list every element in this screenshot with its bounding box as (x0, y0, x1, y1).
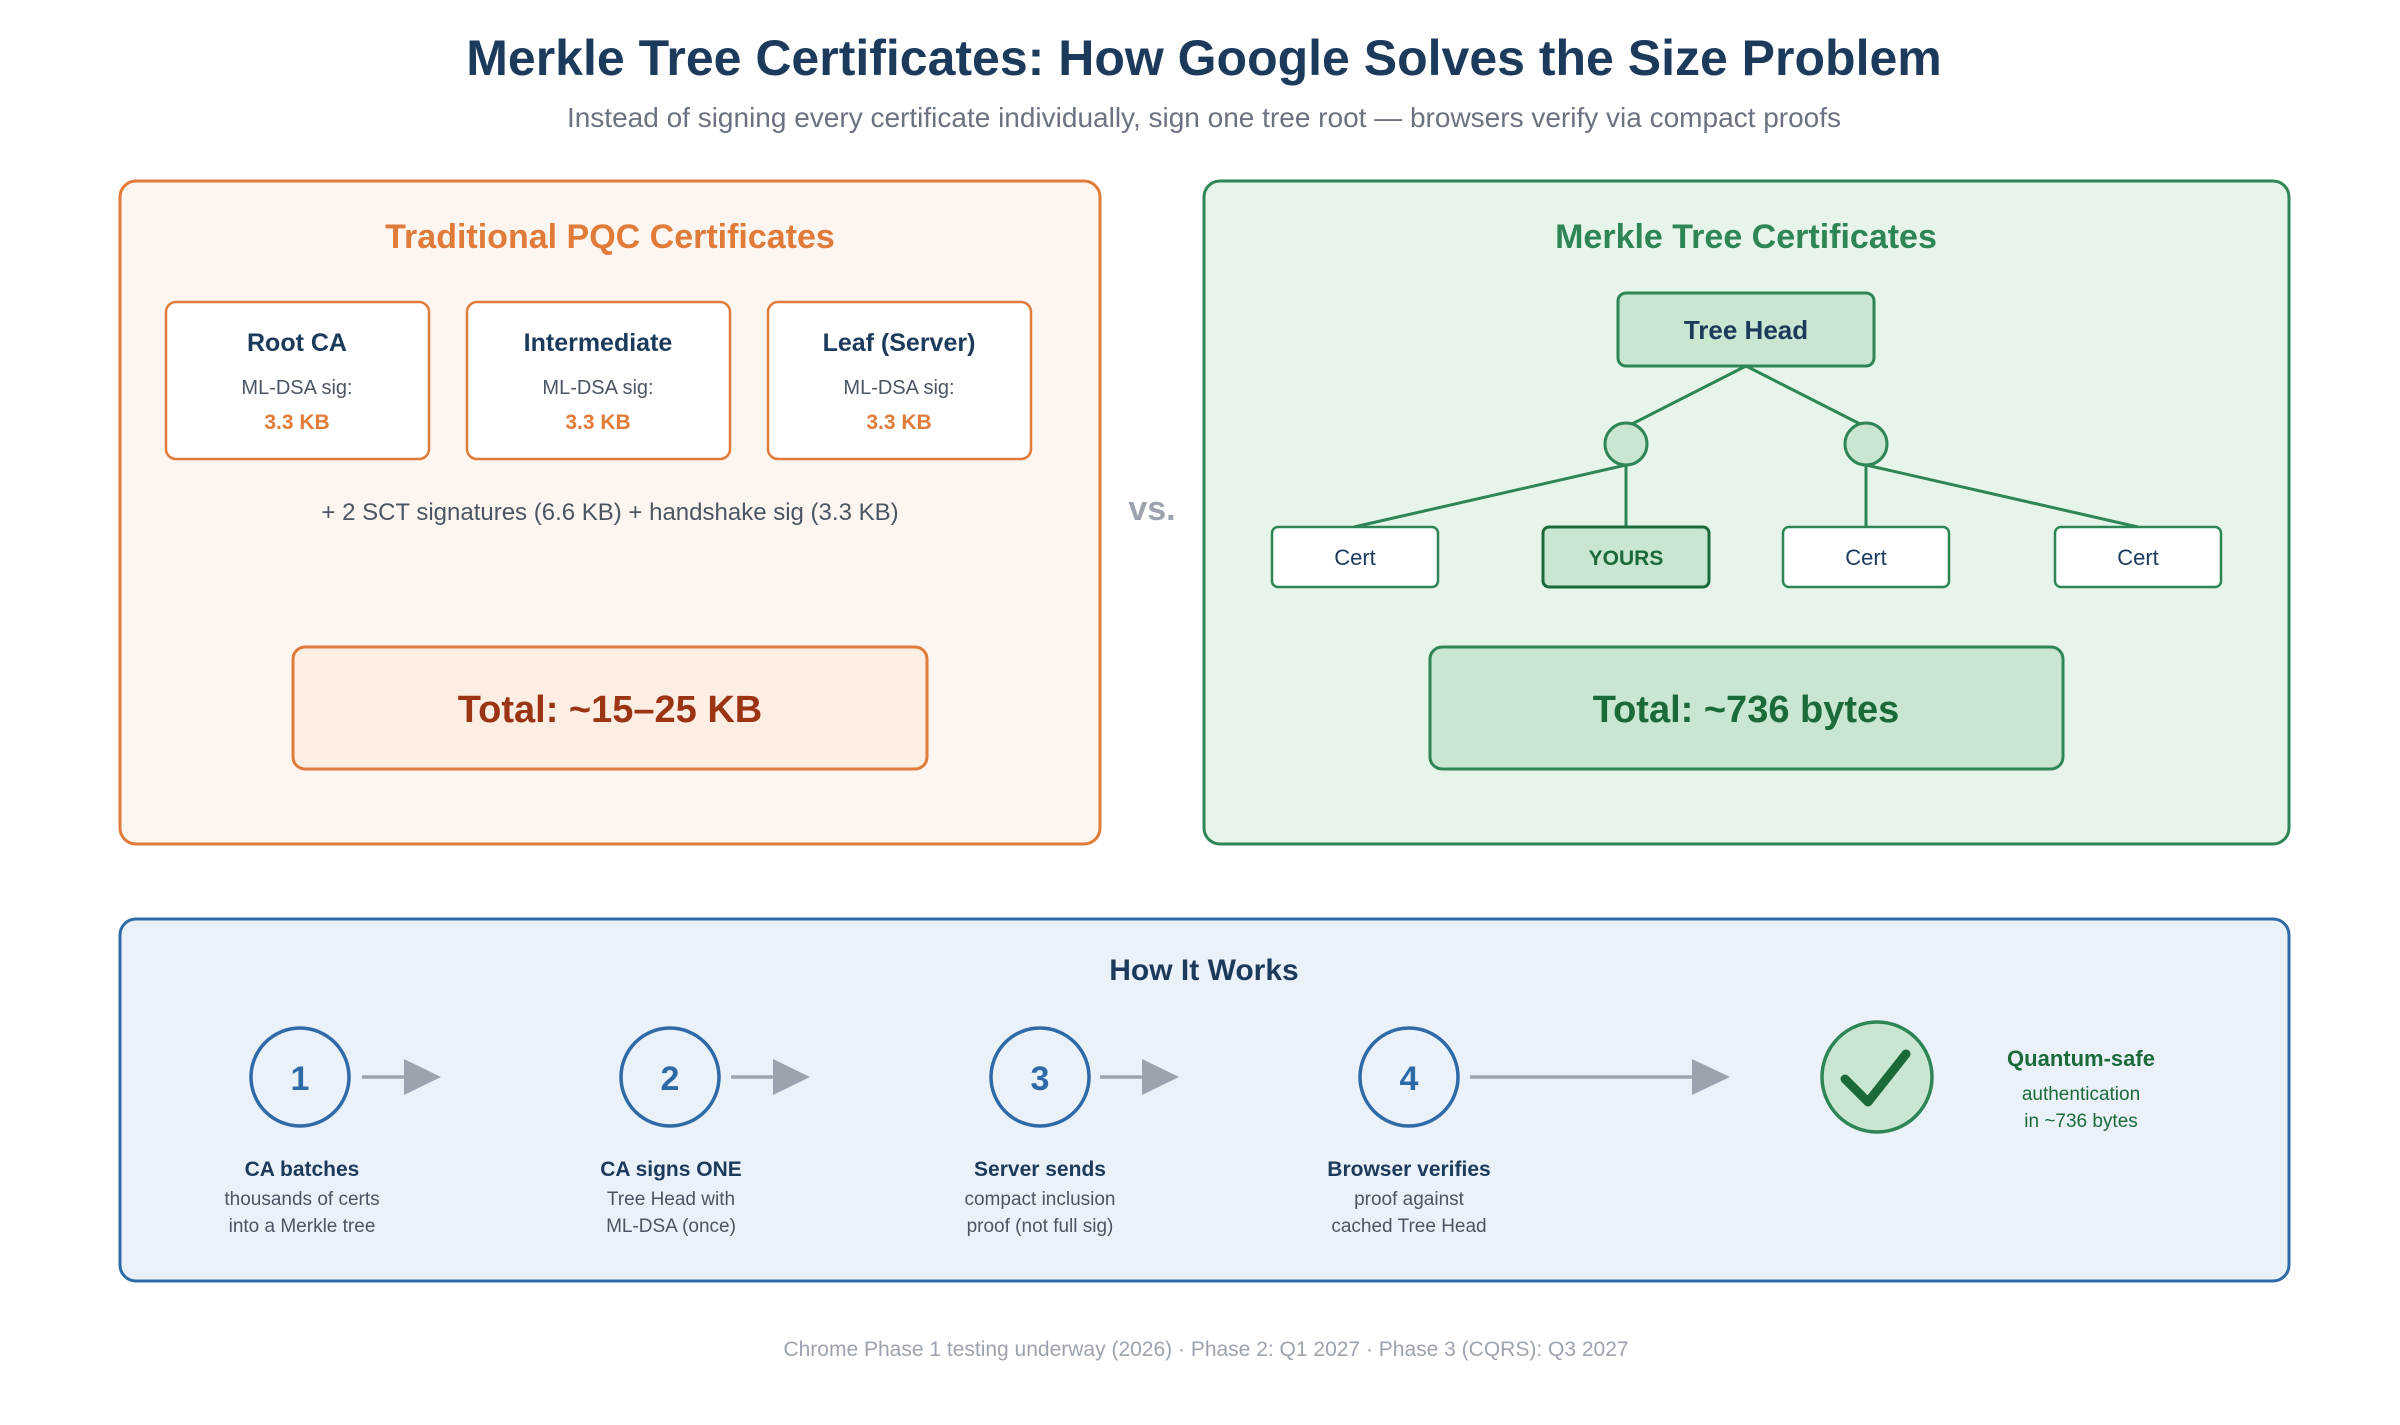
extra-signatures-note: + 2 SCT signatures (6.6 KB) + handshake … (321, 499, 898, 526)
merkle-panel: Merkle Tree Certificates Tree Head Cert … (1202, 179, 2291, 846)
tree-edge (1865, 463, 2139, 529)
tree-leaf-box (2053, 525, 2223, 589)
step-number: 3 (1031, 1060, 1050, 1098)
tree-leaf-yours-label: YOURS (1589, 547, 1664, 570)
step-desc-line2: cached Tree Head (1331, 1216, 1486, 1237)
cert-card-title: Root CA (247, 329, 347, 357)
tree-leaf-yours-box (1541, 525, 1711, 589)
tree-leaf-label: Cert (1334, 545, 1376, 570)
vs-label: vs. (1128, 490, 1175, 528)
cert-card-root-box (164, 300, 431, 461)
traditional-total-box (291, 645, 929, 771)
step-number: 4 (1400, 1060, 1419, 1098)
step-desc-line1: compact inclusion (964, 1189, 1115, 1210)
result-line1: authentication (2022, 1084, 2140, 1105)
cert-card-root: Root CA ML-DSA sig: 3.3 KB (164, 300, 431, 461)
result-line2: in ~736 bytes (2024, 1111, 2138, 1132)
step-title: CA batches (245, 1158, 360, 1181)
tree-leaf-box (1781, 525, 1951, 589)
merkle-heading: Merkle Tree Certificates (1555, 218, 1937, 256)
cert-card-value: 3.3 KB (565, 411, 630, 434)
cert-card-value: 3.3 KB (866, 411, 931, 434)
tree-leaf-label: Cert (2117, 545, 2159, 570)
step-desc-line1: thousands of certs (224, 1189, 379, 1210)
cert-card-label: ML-DSA sig: (843, 377, 954, 399)
arrow-head-icon (1142, 1059, 1179, 1095)
step-number: 1 (291, 1060, 310, 1098)
traditional-panel: Traditional PQC Certificates Root CA ML-… (118, 179, 1102, 846)
how-it-works-box (118, 917, 2291, 1283)
page-title: Merkle Tree Certificates: How Google Sol… (466, 30, 1941, 86)
tree-edge (1745, 364, 1867, 429)
step-number-circle (989, 1026, 1091, 1128)
checkmark-circle (1820, 1020, 1934, 1134)
tree-edge (1625, 364, 1747, 429)
cert-card-label: ML-DSA sig: (241, 377, 352, 399)
how-it-works-panel: How It Works 1 CA batches thousands of c… (118, 917, 2291, 1283)
step-desc-line1: Tree Head with (607, 1189, 735, 1210)
tree-internal-node (1603, 421, 1649, 467)
tree-leaf-label: Cert (1845, 545, 1887, 570)
step-title: Server sends (974, 1158, 1106, 1181)
cert-card-label: ML-DSA sig: (542, 377, 653, 399)
merkle-total-label: Total: ~736 bytes (1593, 689, 1900, 731)
footer-note: Chrome Phase 1 testing underway (2026) ·… (783, 1338, 1628, 1361)
tree-leaf-cert: Cert (1781, 525, 1951, 589)
cert-card-leaf: Leaf (Server) ML-DSA sig: 3.3 KB (766, 300, 1033, 461)
arrow-head-icon (773, 1059, 810, 1095)
traditional-total: Total: ~15–25 KB (291, 645, 929, 771)
tree-leaf-cert: Cert (2053, 525, 2223, 589)
traditional-total-label: Total: ~15–25 KB (458, 689, 762, 731)
tree-leaf-yours: YOURS (1541, 525, 1711, 589)
tree-edge (1353, 463, 1627, 529)
cert-card-intermediate: Intermediate ML-DSA sig: 3.3 KB (465, 300, 732, 461)
step-number-circle (249, 1026, 351, 1128)
step-title: Browser verifies (1327, 1158, 1490, 1181)
step-number-circle (1358, 1026, 1460, 1128)
tree-leaf-box (1270, 525, 1440, 589)
cert-card-value: 3.3 KB (264, 411, 329, 434)
step-desc-line1: proof against (1354, 1189, 1465, 1210)
result-title: Quantum-safe (2007, 1046, 2155, 1071)
cert-card-title: Intermediate (524, 329, 673, 357)
step-desc-line2: ML-DSA (once) (606, 1216, 736, 1237)
merkle-total-box (1428, 645, 2065, 771)
step-2: 2 CA signs ONE Tree Head with ML-DSA (on… (600, 1026, 810, 1237)
result-quantum-safe: Quantum-safe authentication in ~736 byte… (1820, 1020, 2155, 1134)
traditional-heading: Traditional PQC Certificates (385, 218, 835, 256)
step-number-circle (619, 1026, 721, 1128)
step-number: 2 (661, 1060, 680, 1098)
step-1: 1 CA batches thousands of certs into a M… (224, 1026, 441, 1237)
tree-head-label: Tree Head (1684, 315, 1808, 345)
cert-card-intermediate-box (465, 300, 732, 461)
step-3: 3 Server sends compact inclusion proof (… (964, 1026, 1179, 1237)
checkmark-icon (1840, 1049, 1911, 1107)
tree-head-node: Tree Head (1616, 291, 1876, 368)
step-desc-line2: into a Merkle tree (229, 1216, 376, 1237)
page-subtitle: Instead of signing every certificate ind… (567, 102, 1841, 133)
tree-leaf-cert: Cert (1270, 525, 1440, 589)
tree-edges (1353, 364, 2139, 529)
merkle-total: Total: ~736 bytes (1428, 645, 2065, 771)
tree-internal-node (1843, 421, 1889, 467)
arrow-head-icon (1692, 1059, 1730, 1095)
step-4: 4 Browser verifies proof against cached … (1327, 1026, 1730, 1237)
how-it-works-heading: How It Works (1109, 954, 1298, 987)
step-title: CA signs ONE (600, 1158, 742, 1181)
arrow-head-icon (404, 1059, 441, 1095)
step-desc-line2: proof (not full sig) (967, 1216, 1114, 1237)
cert-card-title: Leaf (Server) (823, 329, 976, 357)
tree-head-box (1616, 291, 1876, 368)
cert-card-leaf-box (766, 300, 1033, 461)
